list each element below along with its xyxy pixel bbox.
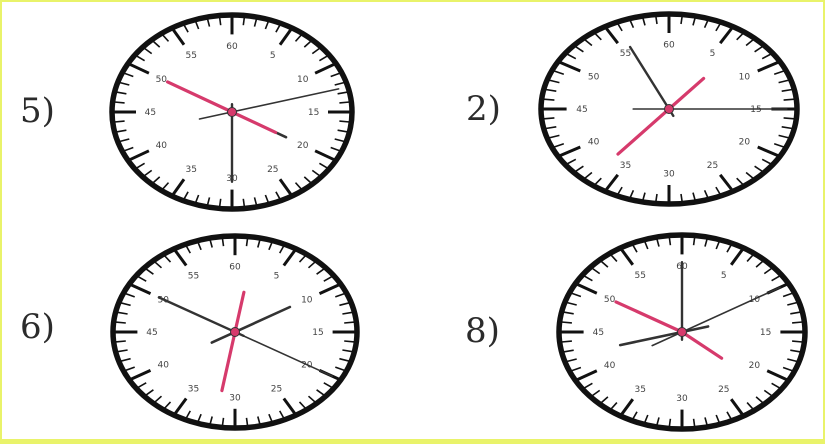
face-mark: 15 — [750, 105, 761, 115]
minor-tick — [339, 121, 349, 122]
clock-2: 60 5 10 15 20 25 30 35 40 45 50 55 — [541, 14, 797, 204]
face-mark: 30 — [676, 394, 688, 404]
face-mark: 5 — [710, 49, 716, 59]
minor-tick — [116, 322, 126, 323]
face-mark: 15 — [312, 328, 323, 338]
face-mark: 40 — [604, 361, 616, 371]
face-mark: 25 — [718, 385, 729, 395]
face-mark: 55 — [634, 271, 645, 281]
face-mark: 40 — [156, 141, 168, 151]
minor-tick — [114, 102, 124, 103]
face-mark: 45 — [145, 108, 156, 118]
face-mark: 60 — [229, 263, 241, 273]
face-mark: 5 — [721, 271, 727, 281]
face-mark: 45 — [146, 328, 157, 338]
face-mark: 40 — [157, 361, 169, 371]
face-mark: 55 — [185, 51, 196, 61]
clock-1: 60510152025303540455055 — [112, 15, 352, 209]
minor-tick — [792, 341, 802, 342]
face-mark: 25 — [267, 165, 278, 175]
face-mark: 60 — [226, 42, 238, 52]
minor-tick — [344, 341, 354, 342]
face-mark: 25 — [707, 161, 718, 171]
item-label-5: 5) — [20, 94, 55, 128]
item-label-8: 8) — [465, 314, 500, 348]
minor-tick — [344, 322, 354, 323]
minor-tick — [669, 237, 670, 245]
center-pivot — [231, 328, 240, 337]
minor-tick — [220, 199, 221, 207]
minor-tick — [247, 418, 248, 426]
minor-tick — [339, 102, 349, 103]
face-mark: 25 — [271, 385, 282, 395]
minor-tick — [784, 99, 795, 100]
face-mark: 5 — [270, 51, 276, 61]
center-pivot — [228, 108, 237, 117]
face-mark: 20 — [297, 141, 309, 151]
face-mark: 10 — [739, 73, 751, 83]
minor-tick — [544, 99, 555, 100]
face-mark: 15 — [308, 108, 319, 118]
item-label-2: 2) — [466, 92, 501, 126]
face-mark: 35 — [620, 161, 631, 171]
minor-tick — [114, 121, 124, 122]
face-mark: 45 — [593, 328, 604, 338]
face-mark: 30 — [663, 170, 675, 180]
face-mark: 35 — [634, 385, 645, 395]
center-pivot — [678, 328, 687, 337]
face-mark: 5 — [274, 272, 280, 282]
face-mark: 50 — [604, 295, 616, 305]
minor-tick — [562, 341, 572, 342]
face-mark: 35 — [188, 385, 199, 395]
face-mark: 35 — [185, 165, 196, 175]
minor-tick — [562, 322, 572, 323]
face-mark: 55 — [620, 49, 631, 59]
minor-tick — [669, 419, 670, 427]
face-mark: 60 — [663, 40, 675, 50]
face-mark: 20 — [739, 137, 751, 147]
minor-tick — [694, 419, 695, 427]
face-mark: 45 — [576, 105, 587, 115]
face-mark: 50 — [588, 73, 600, 83]
minor-tick — [243, 199, 244, 207]
minor-tick — [222, 238, 223, 246]
minor-tick — [792, 322, 802, 323]
minor-tick — [694, 237, 695, 245]
minor-tick — [220, 17, 221, 25]
face-mark: 40 — [588, 137, 600, 147]
face-mark: 10 — [297, 75, 309, 85]
item-label-6: 6) — [20, 310, 55, 344]
face-mark: 30 — [229, 393, 241, 403]
minor-tick — [247, 238, 248, 246]
face-mark: 20 — [749, 361, 761, 371]
minor-tick — [116, 341, 126, 342]
face-mark: 10 — [301, 295, 313, 305]
face-mark: 50 — [156, 75, 168, 85]
face-mark: 15 — [760, 328, 771, 338]
minor-tick — [222, 418, 223, 426]
center-pivot — [665, 105, 674, 114]
minor-tick — [784, 118, 795, 119]
minor-tick — [243, 17, 244, 25]
minor-tick — [544, 118, 555, 119]
face-mark: 55 — [188, 272, 199, 282]
